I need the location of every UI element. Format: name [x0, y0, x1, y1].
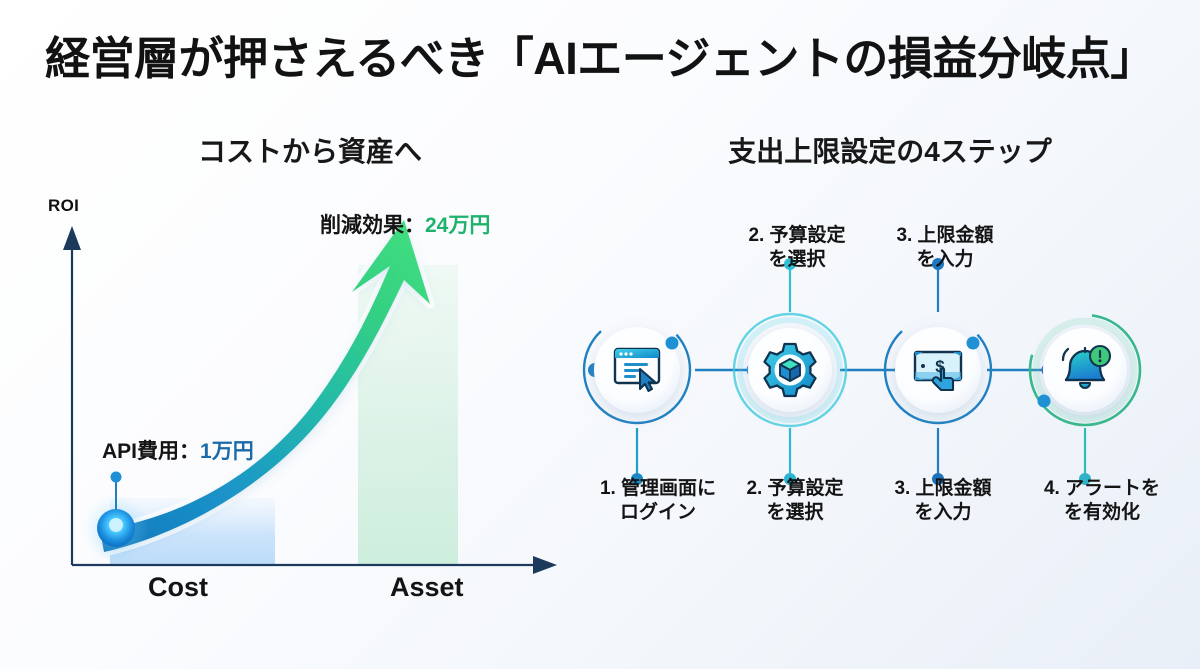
leader-down-dot-1: [631, 473, 643, 485]
x-tick-asset: Asset: [390, 572, 464, 602]
step-2-ring-outer: [732, 312, 848, 428]
y-axis-arrowhead: [63, 226, 81, 250]
banknote-hand-icon: $: [913, 350, 963, 392]
step-2-caption: 2. 予算設定 を選択: [730, 477, 860, 526]
saving-callout-label: 削減効果：: [320, 214, 425, 237]
step-4-caption-line1: 4. アラートを: [1043, 478, 1161, 499]
x-tick-cost: Cost: [148, 572, 208, 602]
cost-callout-label: API費用：: [102, 440, 201, 463]
step-node-3[interactable]: $: [883, 315, 993, 425]
x-axis-arrowhead: [533, 556, 557, 574]
step-4-ring: [1028, 313, 1142, 427]
step-3-caption-line2: を入力: [914, 502, 972, 524]
steps-svg: $: [582, 258, 1142, 485]
step-4-caption: 4. アラートを を有効化: [1022, 477, 1182, 526]
steps-flow: $: [575, 180, 1200, 620]
leader-up-dot-2: [784, 258, 796, 270]
step-1-ring: [582, 315, 692, 425]
gear-cube-icon: [763, 342, 817, 398]
browser-window-cursor-icon: [613, 347, 661, 392]
leader-down-dot-4: [1079, 473, 1091, 485]
step-3-caption-line1: 3. 上限金額: [894, 478, 992, 499]
step-3-ring-dot: [966, 336, 980, 350]
step-2-caption-line2: を選択: [766, 502, 824, 524]
right-panel-heading: 支出上限設定の4ステップ: [728, 136, 1052, 167]
left-panel-heading: コストから資産へ: [197, 136, 422, 167]
page-title: 経営層が押さえるべき「AIエージェントの損益分岐点」: [45, 33, 1155, 84]
roi-growth-chart: ROI Cost Asset API費用：1万円 削減効果：24万円: [0, 180, 600, 620]
step-2-caption-top-line1: 2. 予算設定: [748, 225, 846, 246]
step-2-caption-top-line2: を選択: [768, 249, 826, 271]
step-node-4[interactable]: [1028, 313, 1142, 427]
step-1-caption: 1. 管理画面に ログイン: [578, 477, 738, 526]
bell-alert-icon: [1061, 344, 1112, 389]
step-4-ring-glow: [1032, 317, 1138, 423]
leader-down-dot-3: [932, 473, 944, 485]
cost-callout-value: 1万円: [200, 440, 254, 463]
step-4-caption-line2: を有効化: [1063, 502, 1140, 524]
leader-up-dot-3: [932, 258, 944, 270]
step-node-2[interactable]: [732, 312, 848, 428]
step-node-1[interactable]: [582, 315, 692, 425]
step-1-ring-dot: [665, 336, 679, 350]
step-2-caption-top: 2. 予算設定 を選択: [732, 224, 862, 273]
step-3-caption-top-line1: 3. 上限金額: [896, 225, 994, 246]
step-3-caption: 3. 上限金額 を入力: [878, 477, 1008, 526]
step-3-ring: [883, 315, 993, 425]
cost-point-core: [109, 518, 123, 532]
y-axis-label: ROI: [48, 196, 80, 215]
step-1-caption-line1: 1. 管理画面に: [599, 478, 717, 499]
growth-curve: [100, 220, 430, 552]
cost-callout-leader-dot: [110, 471, 122, 483]
saving-callout: 削減効果：24万円: [320, 209, 490, 239]
step-2-caption-line1: 2. 予算設定: [746, 478, 844, 499]
chart-svg: [63, 215, 557, 574]
step-3-caption-top: 3. 上限金額 を入力: [880, 224, 1010, 273]
saving-callout-value: 24万円: [425, 214, 491, 237]
step-4-ring-dot: [1037, 394, 1051, 408]
cost-callout: API費用：1万円: [102, 435, 254, 465]
svg-text:$: $: [935, 357, 945, 376]
leader-down-dot-2: [784, 473, 796, 485]
step-3-caption-top-line2: を入力: [916, 249, 974, 271]
step-2-ring-glow: [737, 317, 843, 423]
step-1-caption-line2: ログイン: [619, 502, 696, 524]
